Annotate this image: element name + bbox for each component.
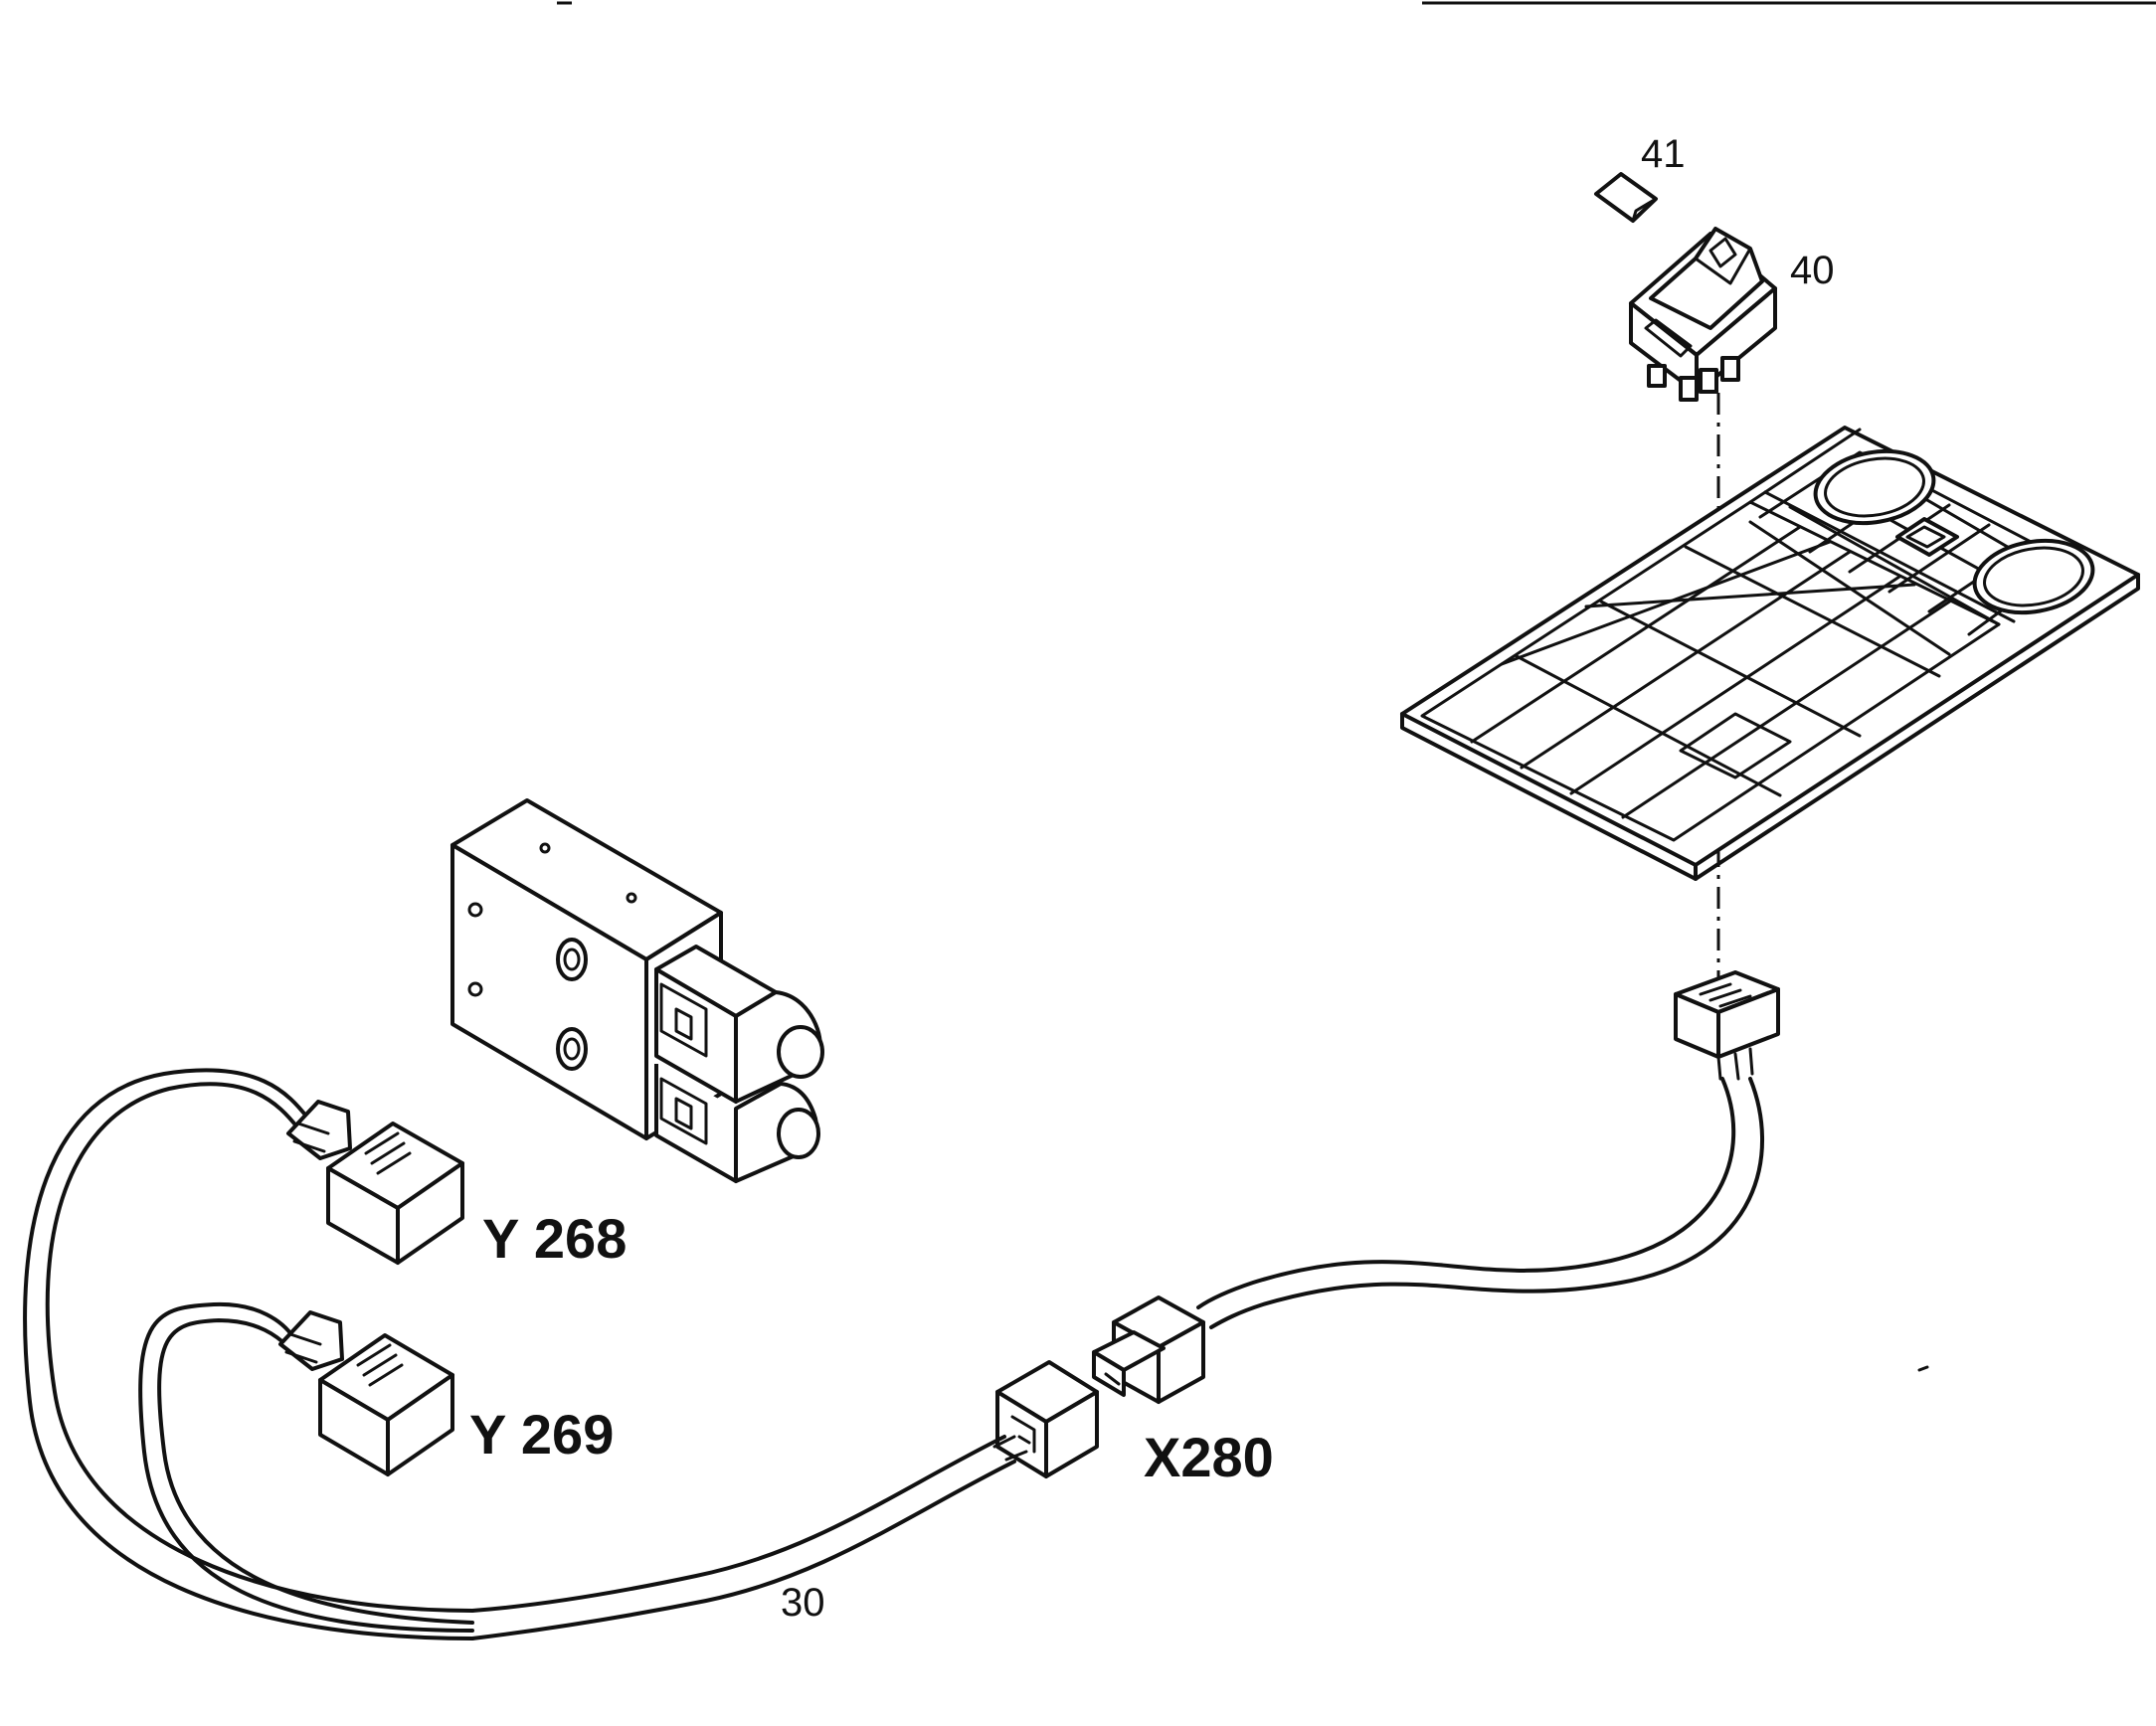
label-y268: Y 268 xyxy=(482,1207,627,1270)
part-number-40: 40 xyxy=(1790,249,1835,292)
switch-panel xyxy=(1400,426,2140,881)
harness-branch-y268 xyxy=(23,1068,474,1640)
connector-x280-female xyxy=(995,1360,1099,1478)
connector-x280-male xyxy=(1092,1295,1205,1404)
switch-plug xyxy=(1674,970,1780,1081)
valve-block xyxy=(450,798,824,1183)
solenoid-plug-y268 xyxy=(286,1100,464,1265)
switch-insert-part xyxy=(1594,172,1658,223)
panel-gauge-upper xyxy=(1813,448,1936,526)
part-number-30: 30 xyxy=(781,1581,825,1625)
stray-mark xyxy=(1917,1365,1929,1372)
harness-upper-cable xyxy=(1196,1077,1765,1329)
harness-branch-y269 xyxy=(138,1301,474,1633)
harness-main-cable xyxy=(470,1435,1028,1640)
part-number-41: 41 xyxy=(1641,132,1686,176)
panel-indicator xyxy=(1895,517,1959,557)
label-x280: X280 xyxy=(1144,1426,1274,1488)
rocker-switch-part xyxy=(1629,227,1777,402)
label-y269: Y 269 xyxy=(469,1403,614,1466)
panel-gauge-lower xyxy=(1972,538,2095,615)
solenoid-plug-y269 xyxy=(278,1310,454,1476)
